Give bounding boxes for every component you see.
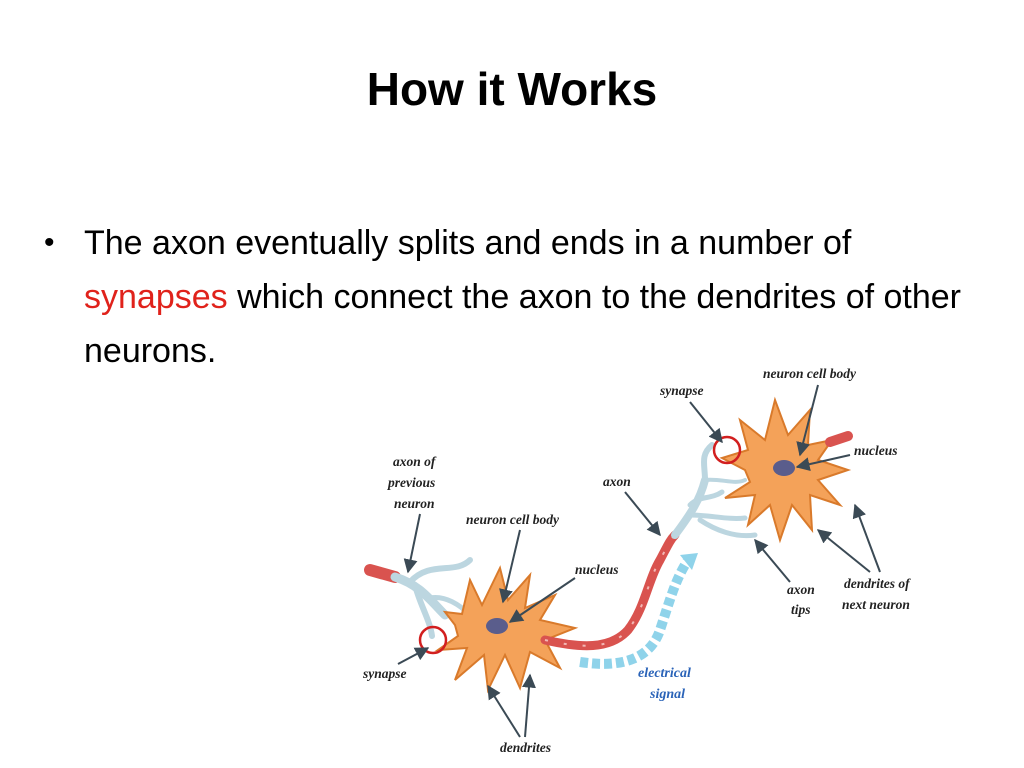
label-nucleus-bottom: nucleus bbox=[575, 562, 619, 577]
label-synapse-top: synapse bbox=[659, 383, 704, 398]
label-signal-2: signal bbox=[649, 687, 685, 702]
label-cell-body-bottom: neuron cell body bbox=[466, 512, 560, 527]
slide-title: How it Works bbox=[366, 63, 658, 115]
bullet-text-after: which connect the axon to the dendrites … bbox=[84, 278, 961, 370]
label-dendrites-next-1: dendrites of bbox=[844, 576, 911, 591]
label-signal-1: electrical bbox=[638, 666, 691, 681]
bullet-text-highlight: synapses bbox=[84, 278, 228, 316]
main-axon bbox=[540, 530, 680, 651]
label-axon-tips-1: axon bbox=[787, 582, 815, 597]
label-axon: axon bbox=[603, 474, 631, 489]
label-synapse-bottom: synapse bbox=[362, 666, 407, 681]
bullet-dot-icon: • bbox=[44, 226, 55, 259]
electrical-signal-arrow bbox=[579, 553, 698, 669]
nucleus-bottom bbox=[486, 618, 508, 634]
label-axon-prev-1: axon of bbox=[393, 454, 437, 469]
label-dendrites-next-2: next neuron bbox=[842, 597, 910, 612]
label-dendrites: dendrites bbox=[500, 740, 551, 755]
nucleus-top bbox=[773, 460, 795, 476]
label-axon-tips-2: tips bbox=[791, 602, 811, 617]
neuron-cell-body-top bbox=[719, 396, 853, 544]
synapse-ring-bottom bbox=[418, 625, 448, 655]
label-axon-prev-2: previous bbox=[387, 475, 435, 490]
bullet-text-before: The axon eventually splits and ends in a… bbox=[84, 224, 852, 262]
axon-tips bbox=[671, 442, 758, 539]
bullet-text: The axon eventually splits and ends in a… bbox=[84, 216, 984, 378]
neuron-cell-body-bottom bbox=[434, 565, 579, 694]
bullet-point: • The axon eventually splits and ends in… bbox=[44, 216, 984, 378]
label-nucleus-top: nucleus bbox=[854, 443, 898, 458]
pointer-arrows bbox=[397, 384, 881, 738]
label-axon-prev-3: neuron bbox=[394, 496, 435, 511]
synapse-ring-top bbox=[712, 435, 742, 465]
label-cell-body-top: neuron cell body bbox=[763, 366, 857, 381]
